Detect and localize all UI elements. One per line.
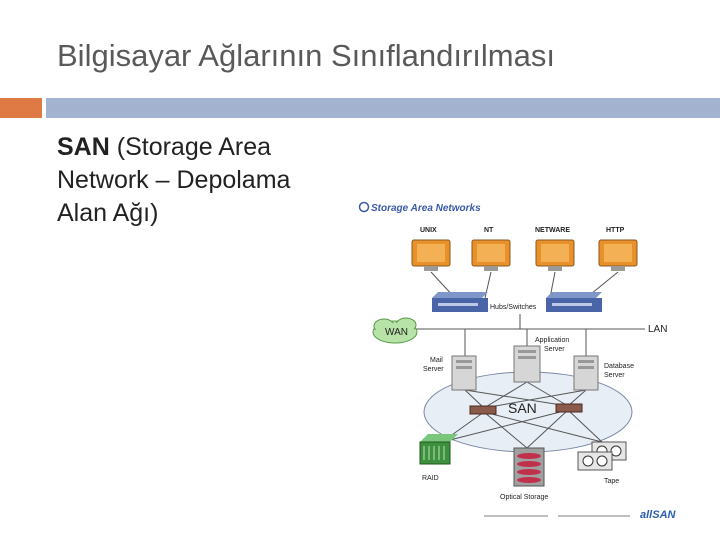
tape-icon — [578, 442, 626, 470]
fc-switch-right — [556, 404, 582, 412]
client-label-http: HTTP — [606, 227, 625, 234]
accent-bar-orange — [0, 98, 42, 118]
footer-credit-left — [484, 515, 548, 517]
client-http — [599, 240, 637, 271]
lan-label: LAN — [648, 324, 667, 335]
diagram-heading: Storage Area Networks — [371, 203, 481, 214]
san-diagram: Storage Area Networks — [350, 190, 700, 525]
hub-switch-label: Hubs/Switches — [490, 304, 537, 311]
optical-storage-label: Optical Storage — [500, 494, 548, 501]
client-label-unix: UNIX — [420, 227, 437, 234]
accent-bar-blue — [46, 98, 720, 118]
optical-storage-icon — [514, 448, 544, 486]
body-bold-term: SAN — [57, 133, 110, 161]
heading-bullet-icon — [360, 203, 369, 212]
raid-label: RAID — [422, 475, 439, 482]
fc-switch-left — [470, 406, 496, 414]
client-label-nt: NT — [484, 227, 494, 234]
hub-switch-right — [546, 292, 602, 312]
raid-icon — [420, 434, 458, 464]
san-label: SAN — [508, 400, 537, 416]
body-text: SAN (Storage Area Network – Depolama Ala… — [57, 131, 327, 230]
client-nt — [472, 240, 510, 271]
tape-label: Tape — [604, 478, 619, 485]
app-server-icon — [514, 346, 540, 382]
mail-server-icon — [452, 356, 476, 390]
db-server-icon — [574, 356, 598, 390]
client-netware — [536, 240, 574, 271]
hub-switch-left — [432, 292, 488, 312]
footer-credit-right — [558, 515, 630, 517]
client-label-netware: NETWARE — [535, 227, 570, 234]
client-unix — [412, 240, 450, 271]
wan-label: WAN — [385, 327, 408, 338]
allsan-logo: allSAN — [640, 509, 677, 521]
slide-title: Bilgisayar Ağlarının Sınıflandırılması — [57, 38, 555, 74]
